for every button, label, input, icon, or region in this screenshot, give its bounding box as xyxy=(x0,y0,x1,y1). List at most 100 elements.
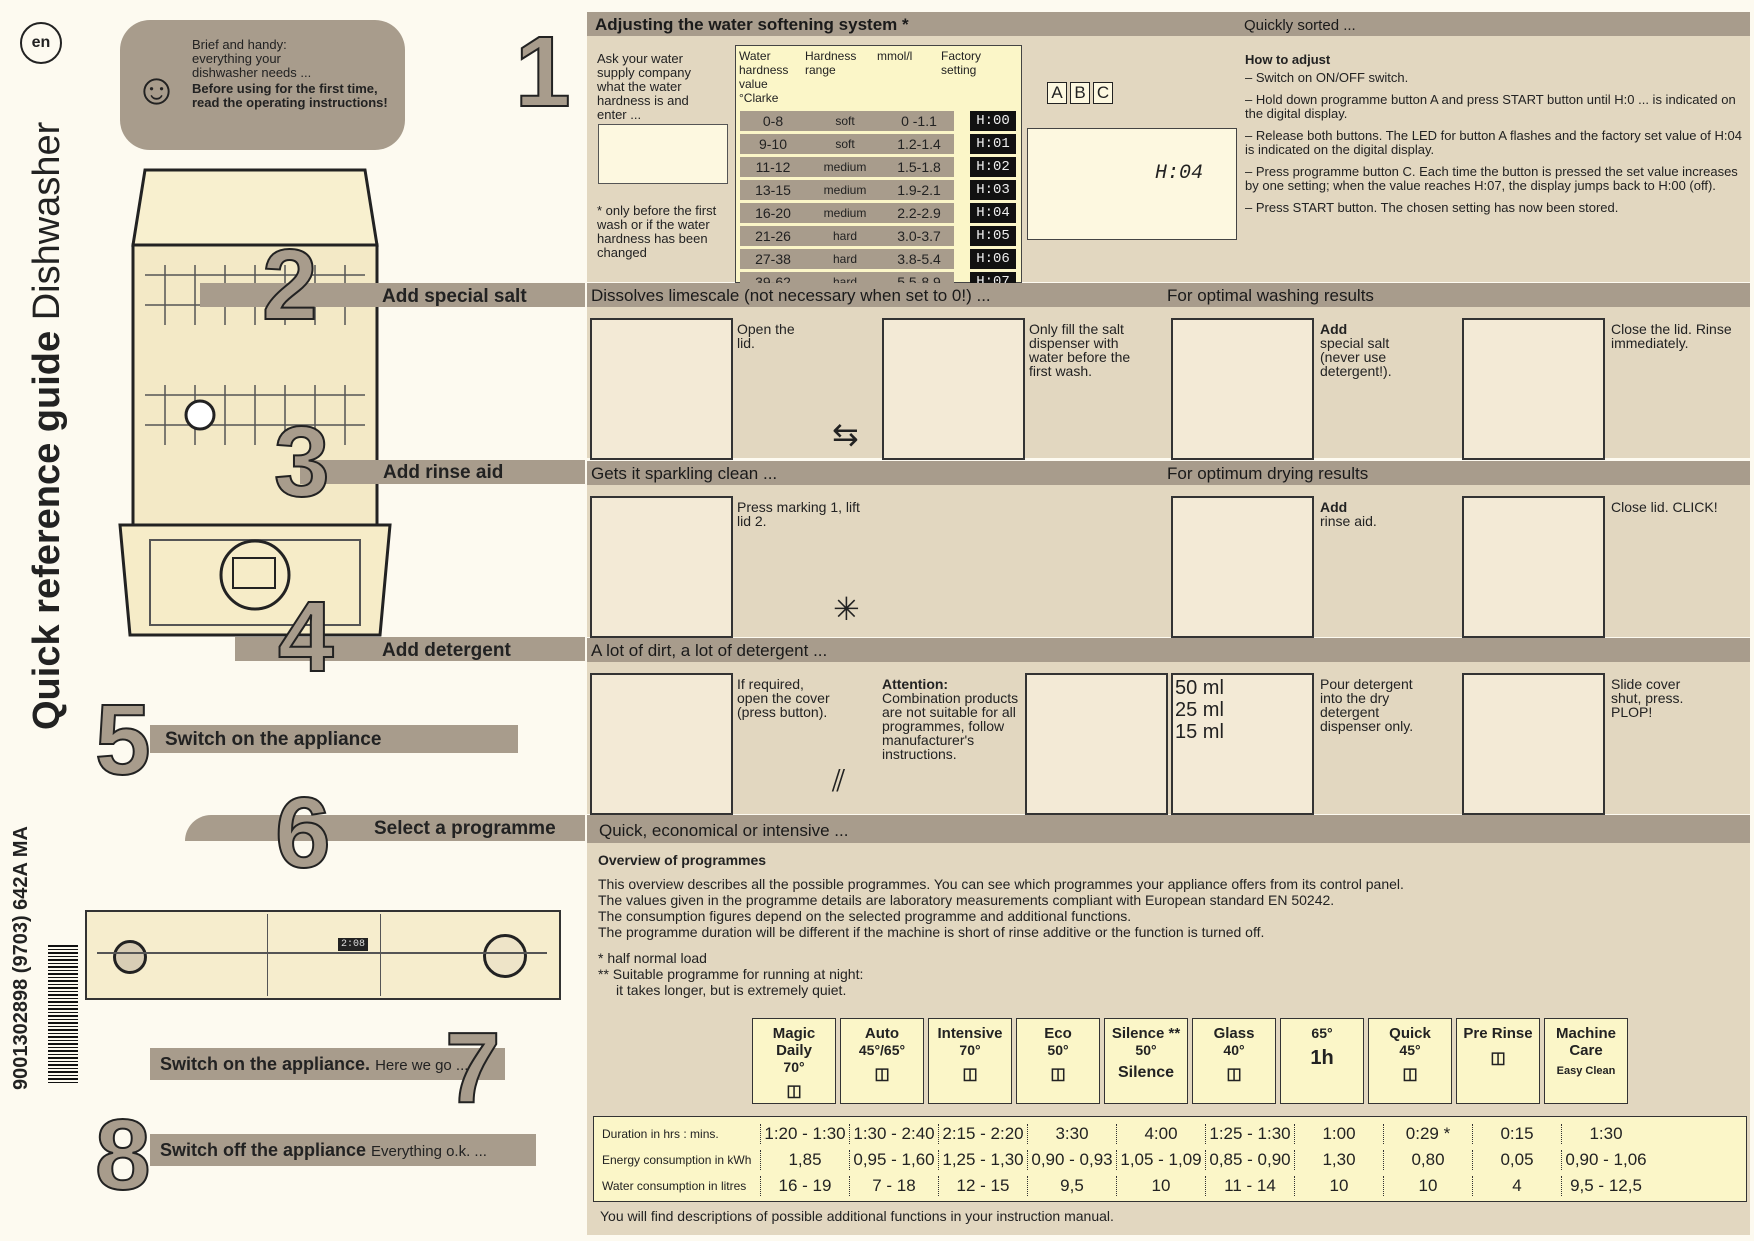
step-title-8-bold: Switch off the appliance xyxy=(160,1140,367,1160)
programme-header: 65°1h xyxy=(1280,1018,1364,1104)
step-number-3: 3 xyxy=(273,406,331,518)
hardness-cell: soft xyxy=(806,134,884,154)
detergent-caption-4: Slide cover shut, press. PLOP! xyxy=(1611,676,1684,720)
spray-icon: ⫽ xyxy=(832,765,846,798)
ml-50: 50 ml xyxy=(1175,677,1224,699)
detergent-attention-title: Attention: xyxy=(882,676,949,692)
programme-value: 10 xyxy=(1383,1176,1472,1196)
power-button[interactable] xyxy=(113,940,147,974)
panel-display: 2:08 xyxy=(267,914,381,996)
programme-icon: ◫ xyxy=(1226,1066,1242,1083)
control-panel: 2:08 xyxy=(85,910,561,1000)
softening-ask: Ask your water supply company what the w… xyxy=(597,51,691,122)
intro-bold2: read the operating instructions! xyxy=(192,95,388,110)
button-letters: A B C xyxy=(1047,82,1113,104)
hardness-cell: 21-26 xyxy=(740,226,806,246)
start-button[interactable] xyxy=(483,934,527,978)
hardness-cell: 13-15 xyxy=(740,180,806,200)
programme-value: 11 - 14 xyxy=(1205,1176,1294,1196)
programme-icon: ◫ xyxy=(1490,1050,1506,1067)
rinse-add-image xyxy=(1171,496,1314,638)
step3-sub: Gets it sparkling clean ... xyxy=(591,464,778,483)
hardness-cell: 16-20 xyxy=(740,203,806,223)
detergent-caption-1: If required, open the cover (press butto… xyxy=(737,676,830,720)
connector-4 xyxy=(235,637,585,661)
sparkle-icon: ✳ xyxy=(833,591,860,627)
step-number-5: 5 xyxy=(94,684,152,796)
detergent-attention: Attention: Combination products are not … xyxy=(882,677,1022,761)
connector-7 xyxy=(150,1048,505,1080)
programme-name: Glass xyxy=(1213,1025,1255,1042)
step-number-2: 2 xyxy=(261,229,319,341)
programme-name: Silence ** xyxy=(1111,1025,1181,1042)
programme-temp: 45°/65° xyxy=(858,1042,906,1058)
overview-title: Overview of programmes xyxy=(598,852,767,868)
overview-p1: The values given in the programme detail… xyxy=(598,892,1335,908)
salt-add-image xyxy=(1171,318,1314,460)
programme-value: 10 xyxy=(1294,1176,1383,1196)
arrow-icon xyxy=(954,180,970,200)
hardness-cell: medium xyxy=(806,180,884,200)
overview-n3: it takes longer, but is extremely quiet. xyxy=(616,982,847,998)
rinse-caption-3: Add rinse aid. xyxy=(1320,500,1420,528)
detergent-measure-image: 50 ml 25 ml 15 ml xyxy=(1171,673,1314,815)
rinse-caption-4: Close lid. CLICK! xyxy=(1611,499,1718,515)
how-step: – Switch on ON/OFF switch. xyxy=(1245,70,1409,85)
hardness-table-grid: Water hardness value °Clarke Hardness ra… xyxy=(738,48,992,106)
intro-line3: dishwasher needs ... xyxy=(192,65,312,80)
arrow-icon xyxy=(954,249,970,269)
hardness-cell: hard xyxy=(806,226,884,246)
programme-value: 1,25 - 1,30 xyxy=(938,1150,1027,1170)
programme-temp: 40° xyxy=(1223,1042,1245,1058)
arrow-icon xyxy=(954,134,970,154)
ml-15: 15 ml xyxy=(1175,721,1224,743)
rinse-caption-1: Press marking 1, lift lid 2. xyxy=(737,499,860,529)
programme-name: Quick xyxy=(1389,1025,1431,1042)
side-title: Quick reference guide Dishwasher xyxy=(26,50,68,730)
intro-bubble: ☺ Brief and handy: everything your dishw… xyxy=(120,20,405,150)
overview-n1: * half normal load xyxy=(598,950,707,966)
hardness-table: Water hardness value °Clarke Hardness ra… xyxy=(735,45,1022,292)
hardness-cell: medium xyxy=(806,157,884,177)
rinse-close-image xyxy=(1462,496,1605,638)
hardness-header-3: Factory setting xyxy=(941,49,982,77)
step-title-5: Switch on the appliance xyxy=(165,729,382,750)
factory-setting-code: H:06 xyxy=(970,249,1016,269)
hardness-cell: 27-38 xyxy=(740,249,806,269)
step-number-4: 4 xyxy=(277,581,335,693)
one-hour-label: 1h xyxy=(1310,1047,1334,1069)
step2-sub2: For optimal washing results xyxy=(1167,286,1374,305)
programme-header: Silence **50°Silence xyxy=(1104,1018,1188,1104)
hardness-cell: 1.9-2.1 xyxy=(884,180,954,200)
programme-value: 4 xyxy=(1472,1176,1561,1196)
step-number-7: 7 xyxy=(444,1012,502,1124)
arrow-icon xyxy=(954,226,970,246)
programme-value: 12 - 15 xyxy=(938,1176,1027,1196)
step-number-6: 6 xyxy=(274,777,332,889)
step1-band: Adjusting the water softening system * Q… xyxy=(587,12,1750,36)
connector-8 xyxy=(150,1134,536,1166)
salt-caption-1: Open the lid. xyxy=(737,321,795,351)
intro-line1: Brief and handy: xyxy=(192,37,287,52)
step-title-2: Add special salt xyxy=(382,286,527,307)
hardness-cell: 3.0-3.7 xyxy=(884,226,954,246)
programme-temp: 65° xyxy=(1311,1025,1333,1041)
overview-n2: ** Suitable programme for running at nig… xyxy=(598,966,864,982)
hardness-input-box[interactable] xyxy=(598,124,728,184)
hardness-cell: 11-12 xyxy=(740,157,806,177)
how-to-adjust: How to adjust – Switch on ON/OFF switch.… xyxy=(1245,52,1745,223)
dishwasher-illustration xyxy=(115,165,395,645)
barcode xyxy=(48,945,78,1085)
programme-value: 1:30 xyxy=(1561,1124,1650,1144)
how-step: – Press START button. The chosen setting… xyxy=(1245,200,1619,215)
programme-icon: ◫ xyxy=(1050,1066,1066,1083)
hardness-header-1: Hardness range xyxy=(805,49,857,77)
